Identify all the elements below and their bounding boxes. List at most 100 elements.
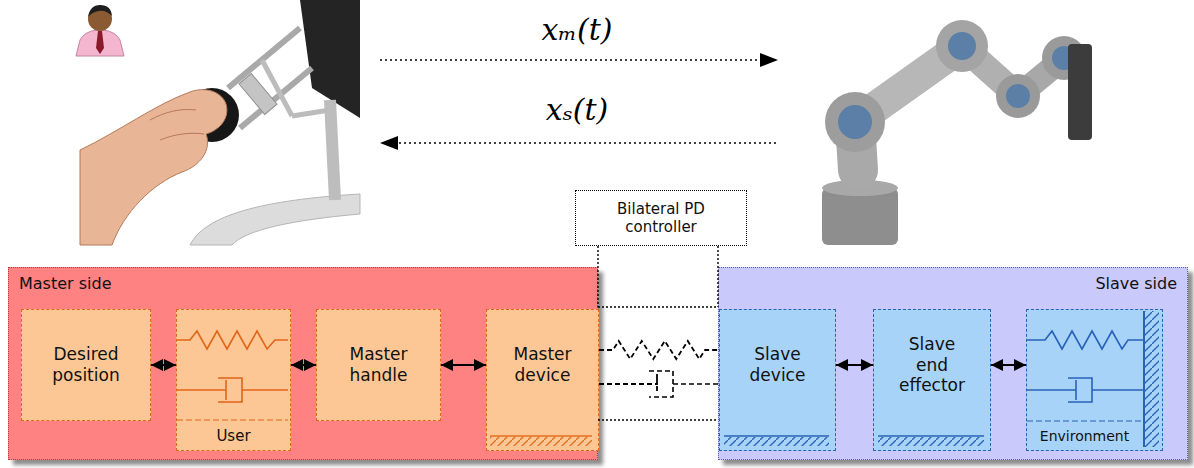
- callout-bracket: [598, 246, 718, 420]
- ground-symbols: [490, 436, 984, 446]
- box-label: Master device: [493, 344, 593, 385]
- block-box: Master handle: [316, 309, 441, 421]
- signal-line: [394, 142, 776, 144]
- damper-rod: [242, 389, 288, 391]
- head: [88, 7, 112, 31]
- environment-impedance: [1027, 311, 1159, 447]
- robot-joint-cap: [948, 32, 976, 60]
- device-arm: [240, 68, 312, 128]
- robot-link: [855, 122, 858, 170]
- tie: [96, 31, 104, 54]
- robot-arm-photo: [822, 20, 1092, 245]
- robot-link: [1018, 58, 1064, 96]
- robot-tool: [1068, 44, 1092, 140]
- device-arm: [228, 28, 300, 88]
- robot-joint-cap: [1052, 46, 1076, 70]
- controller-callout: Bilateral PD controller: [575, 190, 747, 246]
- box-label: Master handle: [333, 344, 425, 385]
- bidirectional-arrow: [836, 365, 873, 366]
- master-side-panel: Master sideDesired positionUser Master ha…: [8, 267, 598, 460]
- signal-label: xₛ(t): [497, 92, 657, 128]
- device-base: [190, 194, 360, 245]
- robot-joint: [996, 74, 1040, 118]
- slave-side-panel: Slave sideSlave deviceSlave end effector…: [718, 267, 1188, 460]
- spring-symbol: [1027, 331, 1144, 349]
- bidirectional-arrow: [291, 365, 316, 366]
- handle-ball: [185, 88, 239, 142]
- arrow-head: [380, 136, 398, 150]
- spring-symbol: [177, 331, 288, 349]
- ground-hatch: [724, 437, 829, 446]
- finger-line: [150, 109, 196, 120]
- block-box: Desired position: [21, 309, 151, 421]
- panel-title: Slave side: [1095, 274, 1177, 293]
- user-impedance: [177, 331, 288, 420]
- robot-joint: [936, 20, 988, 72]
- hair: [88, 5, 112, 17]
- robot-joint: [825, 92, 885, 152]
- device-arm: [292, 110, 330, 116]
- damper-rod: [1027, 389, 1076, 391]
- spring-connector: [599, 341, 719, 359]
- user-icon: [76, 5, 124, 56]
- damper-cup: [218, 378, 242, 402]
- robot-link: [962, 46, 1018, 96]
- box-label: User: [216, 427, 250, 445]
- damper-rod: [673, 383, 719, 385]
- damper-connector: [599, 371, 719, 397]
- divider-line: [1027, 420, 1143, 421]
- robot-base: [822, 188, 898, 245]
- arrow-line: [151, 364, 176, 366]
- robot-joint-cap: [838, 105, 872, 139]
- damper-rod: [599, 374, 657, 394]
- damper-cup: [1068, 378, 1092, 402]
- wall-line: [1143, 311, 1145, 447]
- environment-box: Environment: [1026, 309, 1163, 451]
- spring-line: [599, 341, 719, 359]
- damper-cup: [649, 371, 673, 397]
- damper-piston: [1075, 380, 1077, 400]
- box-label: Bilateral PD controller: [581, 200, 741, 237]
- bidirectional-arrow: [991, 365, 1026, 366]
- arrow-line: [441, 364, 486, 366]
- device-gimbal: [239, 74, 277, 115]
- block-box: Slave device: [719, 309, 836, 451]
- arrow-line: [291, 364, 316, 366]
- bracket-line: [598, 306, 718, 307]
- bidirectional-arrow: [441, 365, 486, 366]
- box-label: Environment: [1040, 428, 1129, 445]
- divider-line: [177, 419, 288, 420]
- device-post: [330, 100, 335, 200]
- box-label: Desired position: [36, 344, 136, 385]
- damper-piston: [225, 380, 227, 400]
- bidirectional-arrow: [151, 365, 176, 366]
- damper-rod: [1092, 389, 1144, 391]
- ground-hatch: [490, 437, 592, 446]
- leader-line: [597, 246, 598, 307]
- device-panel: [300, 0, 360, 118]
- damper-rod: [177, 389, 226, 391]
- arrow-line: [991, 364, 1026, 366]
- leader-line: [717, 246, 718, 307]
- hand: [80, 90, 227, 245]
- signal-arrows: [380, 53, 778, 150]
- block-box: Master device: [486, 309, 599, 451]
- robot-joint-cap: [1006, 84, 1030, 108]
- user-box: User: [176, 309, 291, 451]
- signal-label: xₘ(t): [497, 12, 657, 48]
- panel-title: Master side: [19, 274, 112, 293]
- arrow-line: [836, 364, 873, 366]
- bracket-line: [598, 419, 718, 420]
- device-arm: [262, 60, 292, 116]
- ground-hatch: [878, 437, 984, 446]
- box-label: Slave device: [733, 344, 823, 385]
- wall-hatch: [1145, 311, 1159, 447]
- robot-joint: [1042, 36, 1086, 80]
- ground-line: [878, 435, 984, 437]
- robot-link: [855, 46, 962, 122]
- signal-line: [380, 59, 764, 61]
- robot-base-top: [822, 180, 898, 196]
- arrow-head: [760, 53, 778, 67]
